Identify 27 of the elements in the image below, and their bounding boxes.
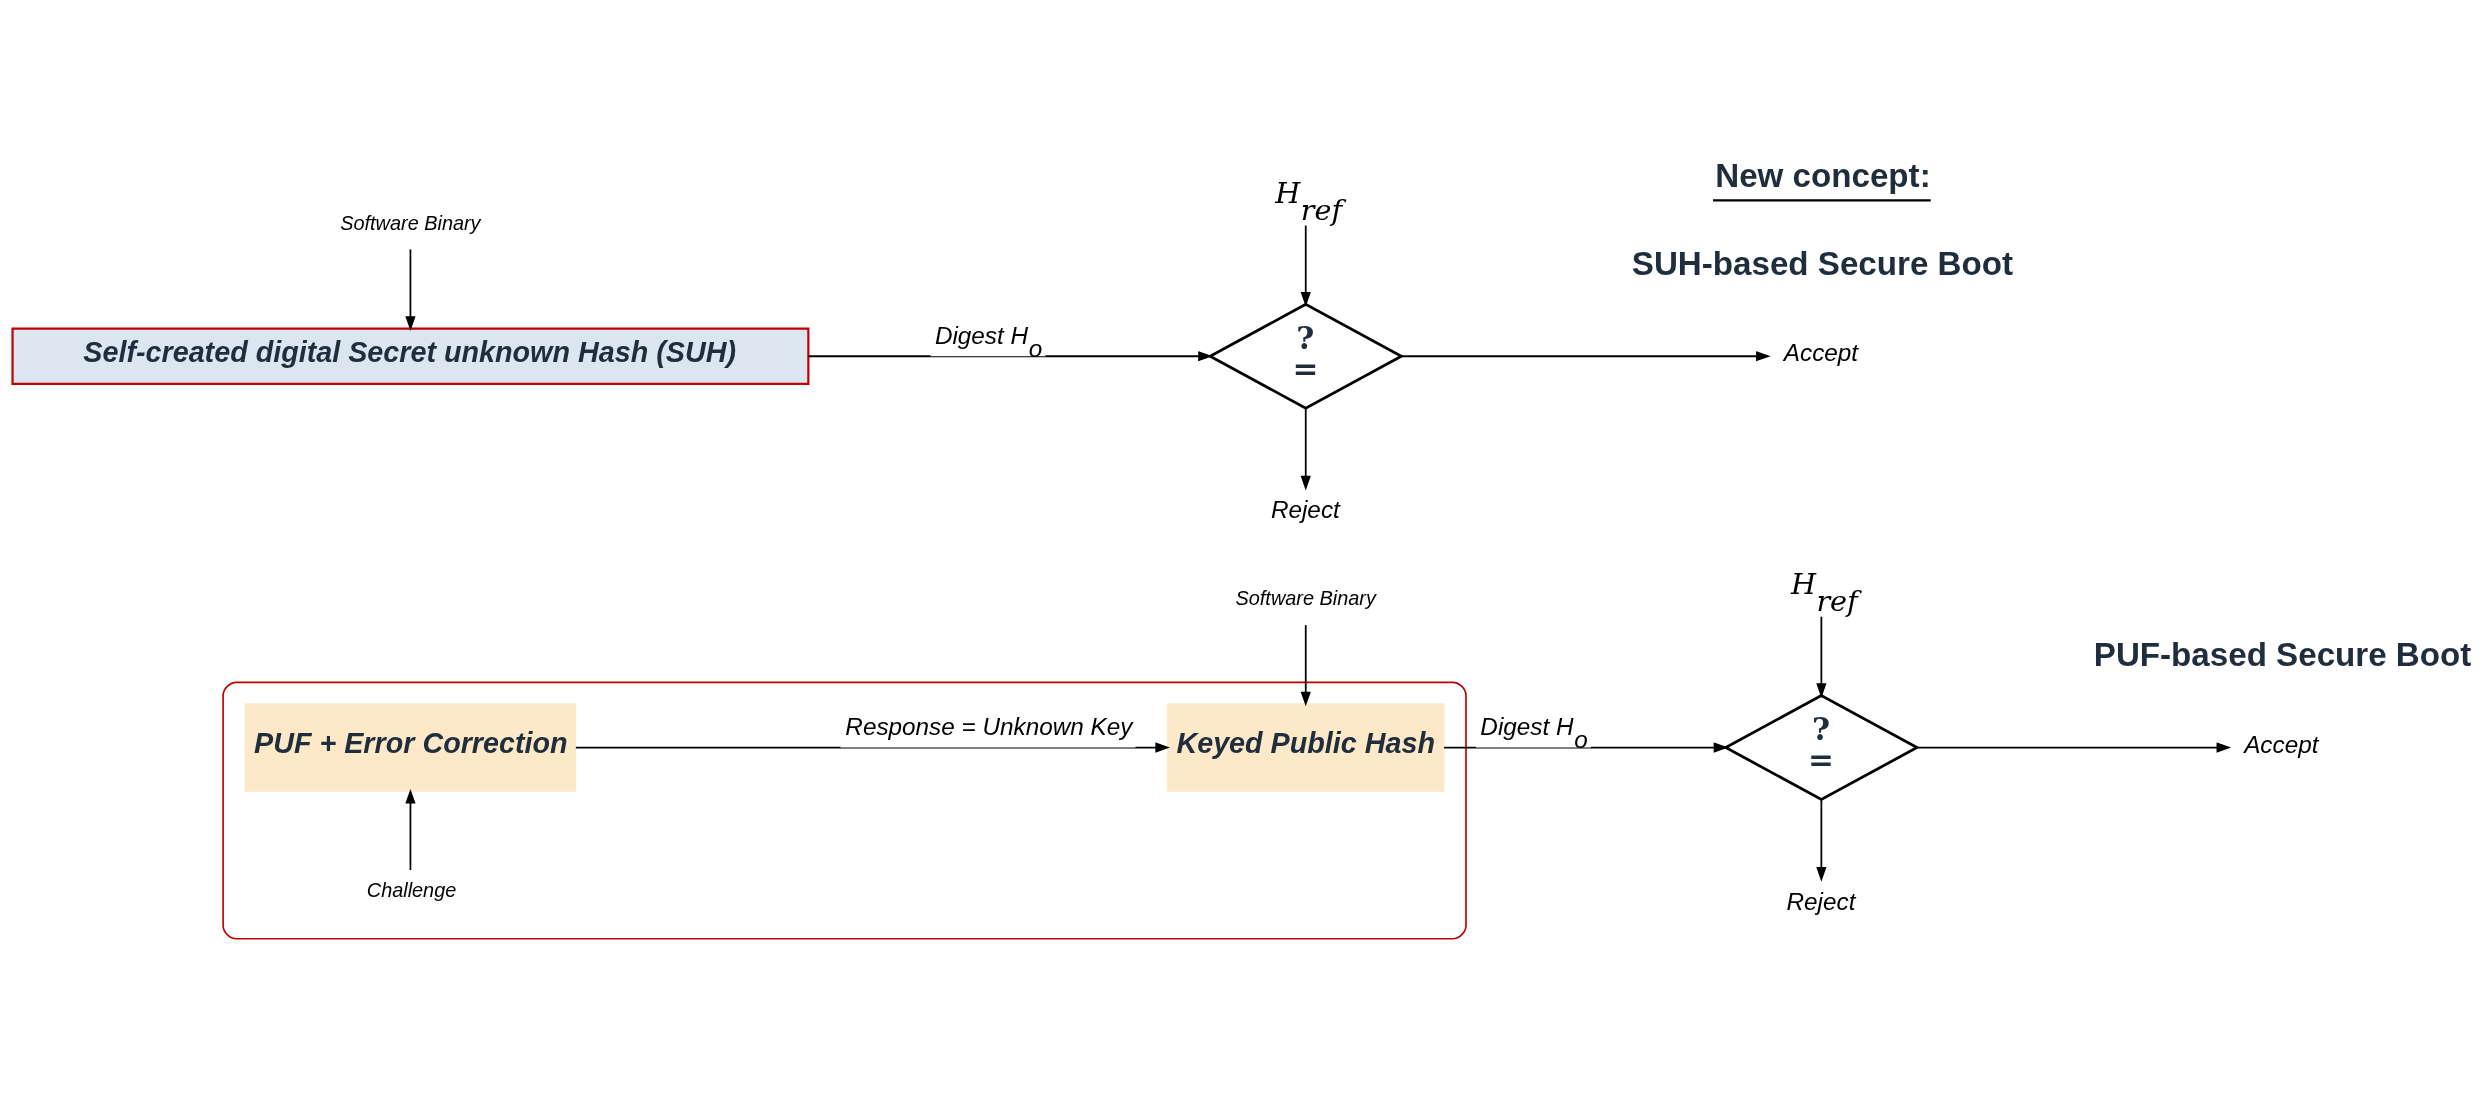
arrow — [405, 788, 416, 871]
node-diamond: ? = — [1722, 694, 1920, 802]
label: SUH-based Secure Boot — [1631, 245, 2014, 282]
node-diamond: ? = — [1207, 302, 1405, 410]
node-text: Reject — [1270, 496, 1340, 524]
edge-label: Response = Unknown Key — [845, 712, 1133, 740]
node-text: Reject — [1786, 887, 1856, 915]
label: PUF-based Secure Boot — [2093, 636, 2472, 674]
node-text: Challenge — [366, 879, 457, 902]
cluster — [222, 681, 1467, 940]
node-text: Accept — [1783, 339, 1859, 367]
arrow — [1300, 224, 1311, 307]
arrow — [1816, 615, 1827, 698]
node-box: Self-created digital Secret unknown Hash (SUH) — [11, 327, 810, 385]
arrow — [807, 351, 1213, 362]
arrow — [1400, 351, 1771, 362]
arrow — [1916, 742, 2232, 753]
arrow — [1300, 407, 1311, 491]
node-text: Software Binary — [340, 211, 481, 234]
arrow — [1300, 624, 1311, 707]
arrow — [405, 248, 416, 331]
label: New concept: — [1715, 157, 1931, 195]
node-box: PUF + Error Correction — [244, 703, 577, 792]
node-text: Accept — [2244, 730, 2319, 758]
arrow — [1816, 799, 1827, 882]
node-box: Keyed Public Hash — [1167, 703, 1445, 792]
node-text: Software Binary — [1235, 587, 1376, 610]
